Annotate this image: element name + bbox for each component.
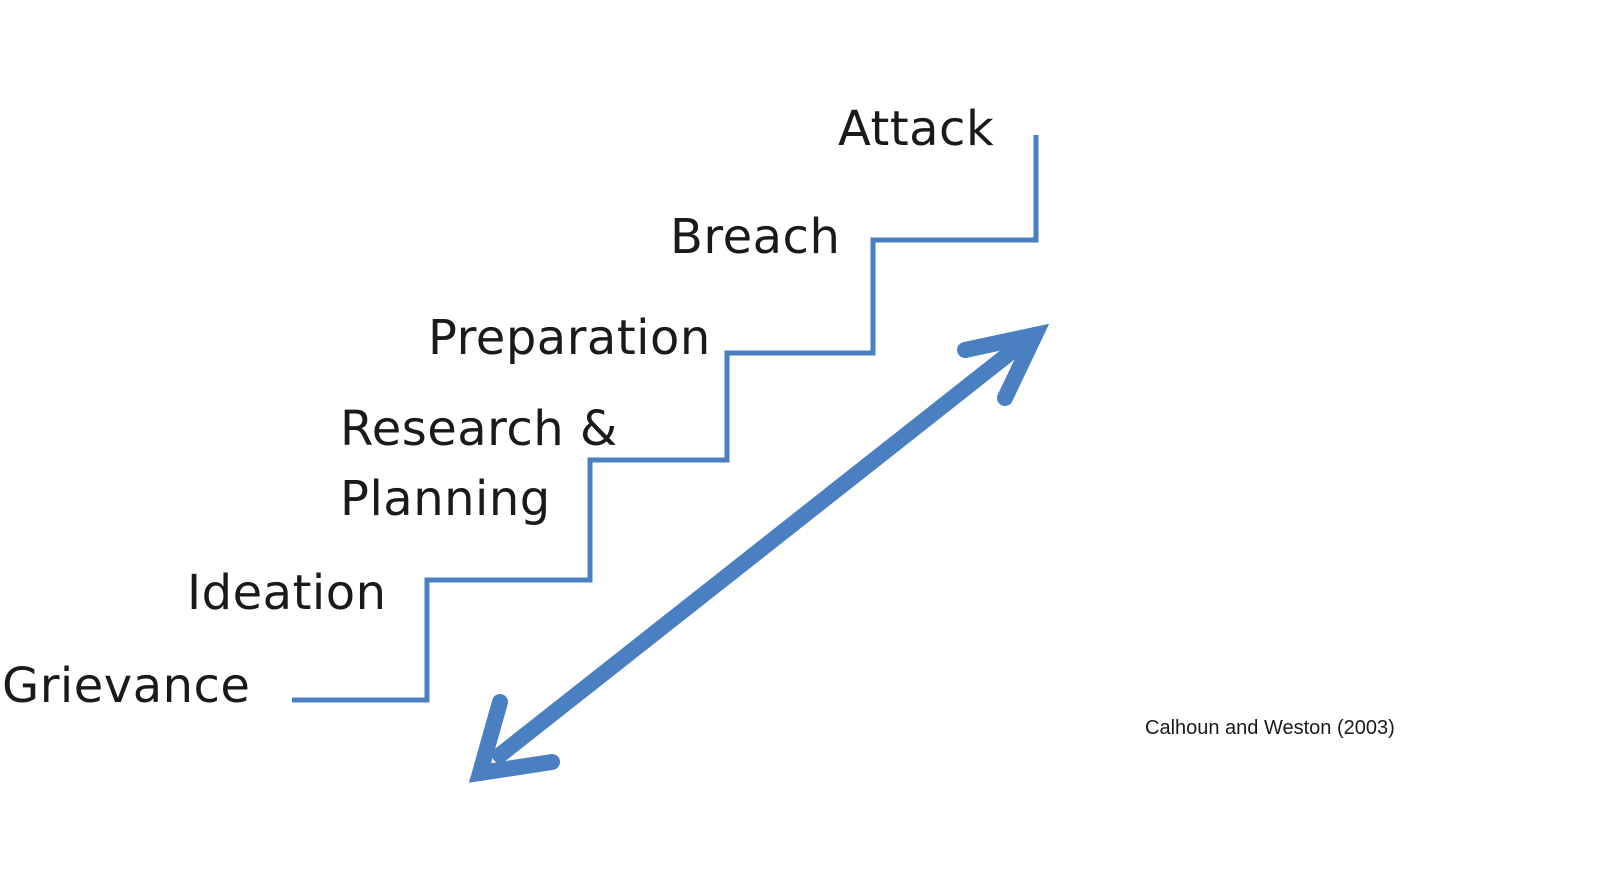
double-headed-arrow (468, 323, 1050, 783)
step-label-preparation: Preparation (428, 310, 711, 366)
staircase-line (292, 135, 1039, 703)
citation: Calhoun and Weston (2003) (1145, 717, 1395, 739)
step-label-breach: Breach (670, 209, 841, 265)
arrow-shaft (492, 337, 1028, 763)
arrow-head-bottom (468, 694, 560, 783)
step-label-grievance: Grievance (2, 658, 251, 714)
step-label-planning: Planning (340, 471, 551, 527)
step-label-attack: Attack (838, 101, 995, 157)
step-label-research: Research & (340, 401, 618, 457)
arrow-head-top (957, 323, 1050, 406)
step-label-ideation: Ideation (187, 565, 387, 621)
